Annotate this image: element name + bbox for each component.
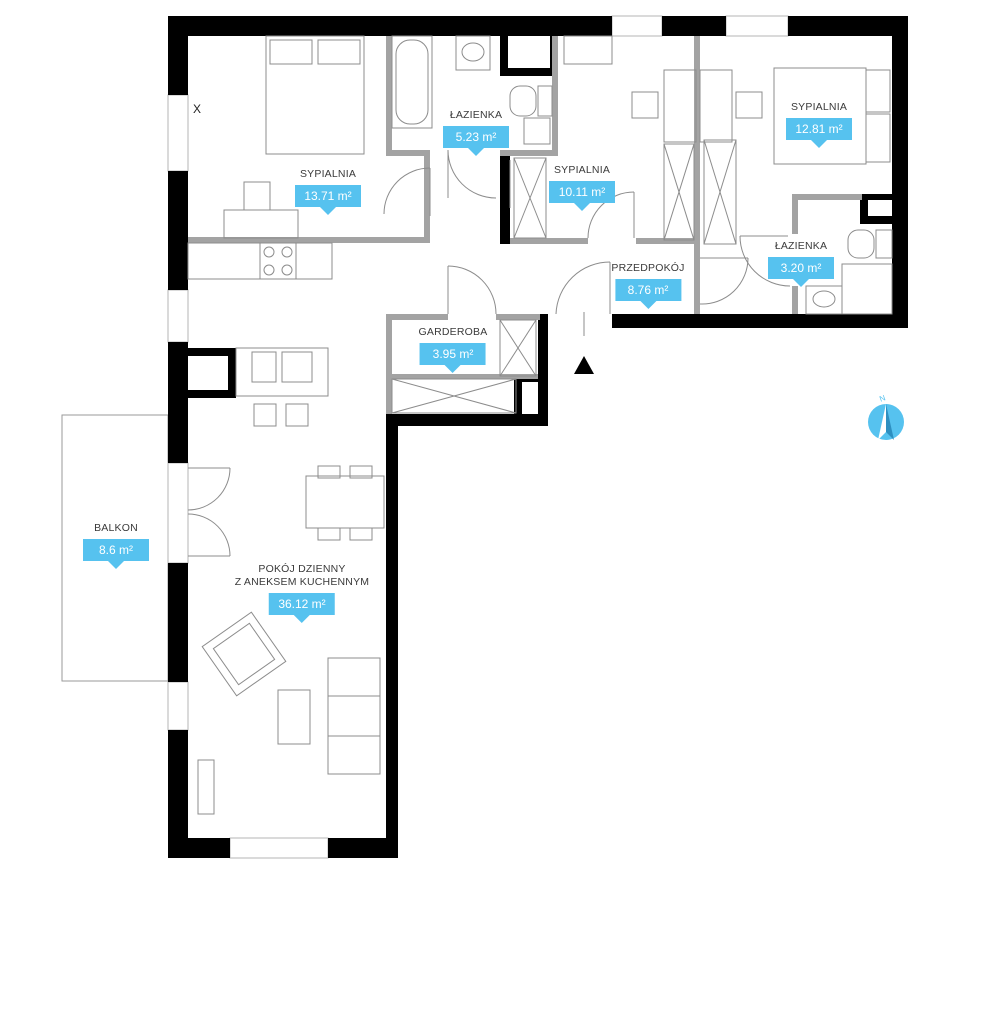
room-area-badge: 8.6 m² bbox=[83, 539, 149, 569]
room-name: ŁAZIENKA bbox=[774, 240, 828, 252]
room-bedroom-1: SYPIALNIA 13.71 m² bbox=[295, 168, 361, 215]
room-hallway: PRZEDPOKÓJ 8.76 m² bbox=[611, 262, 685, 309]
bed bbox=[265, 35, 365, 155]
bathtub bbox=[391, 35, 433, 129]
marker-x: X bbox=[193, 102, 202, 116]
room-area-badge: 8.76 m² bbox=[615, 279, 681, 309]
doors bbox=[187, 149, 791, 557]
room-name-line-2: Z ANEKSEM KUCHENNYM bbox=[234, 576, 370, 588]
room-bedroom-3: SYPIALNIA 12.81 m² bbox=[786, 101, 852, 148]
furniture bbox=[187, 35, 893, 815]
room-area-badge: 36.12 m² bbox=[269, 593, 335, 623]
room-name: BALKON bbox=[94, 522, 138, 534]
room-name: SYPIALNIA bbox=[553, 164, 611, 176]
windows bbox=[167, 15, 789, 859]
room-name-line-1: POKÓJ DZIENNY bbox=[258, 563, 346, 575]
room-area-badge: 13.71 m² bbox=[295, 185, 361, 215]
room-area-badge: 3.95 m² bbox=[420, 343, 486, 373]
room-area-badge: 5.23 m² bbox=[443, 126, 509, 156]
room-bedroom-2: SYPIALNIA 10.11 m² bbox=[549, 164, 615, 211]
room-name: SYPIALNIA bbox=[790, 101, 848, 113]
room-name: PRZEDPOKÓJ bbox=[611, 262, 685, 274]
room-name: ŁAZIENKA bbox=[449, 109, 503, 121]
entrance-arrow-icon bbox=[574, 356, 594, 374]
compass-icon: N bbox=[868, 393, 904, 440]
room-living: POKÓJ DZIENNY Z ANEKSEM KUCHENNYM 36.12 … bbox=[234, 563, 370, 623]
room-bathroom-2: ŁAZIENKA 3.20 m² bbox=[768, 240, 834, 287]
room-balcony: BALKON 8.6 m² bbox=[83, 522, 149, 569]
room-name: GARDEROBA bbox=[418, 326, 488, 338]
room-name: SYPIALNIA bbox=[299, 168, 357, 180]
room-wardrobe: GARDEROBA 3.95 m² bbox=[418, 326, 488, 373]
compass-label: N bbox=[878, 393, 887, 404]
room-area-badge: 10.11 m² bbox=[549, 181, 615, 211]
exterior-walls bbox=[168, 16, 908, 858]
room-area-badge: 12.81 m² bbox=[786, 118, 852, 148]
room-area-badge: 3.20 m² bbox=[768, 257, 834, 287]
interior-walls bbox=[188, 36, 862, 414]
room-bathroom-1: ŁAZIENKA 5.23 m² bbox=[443, 109, 509, 156]
